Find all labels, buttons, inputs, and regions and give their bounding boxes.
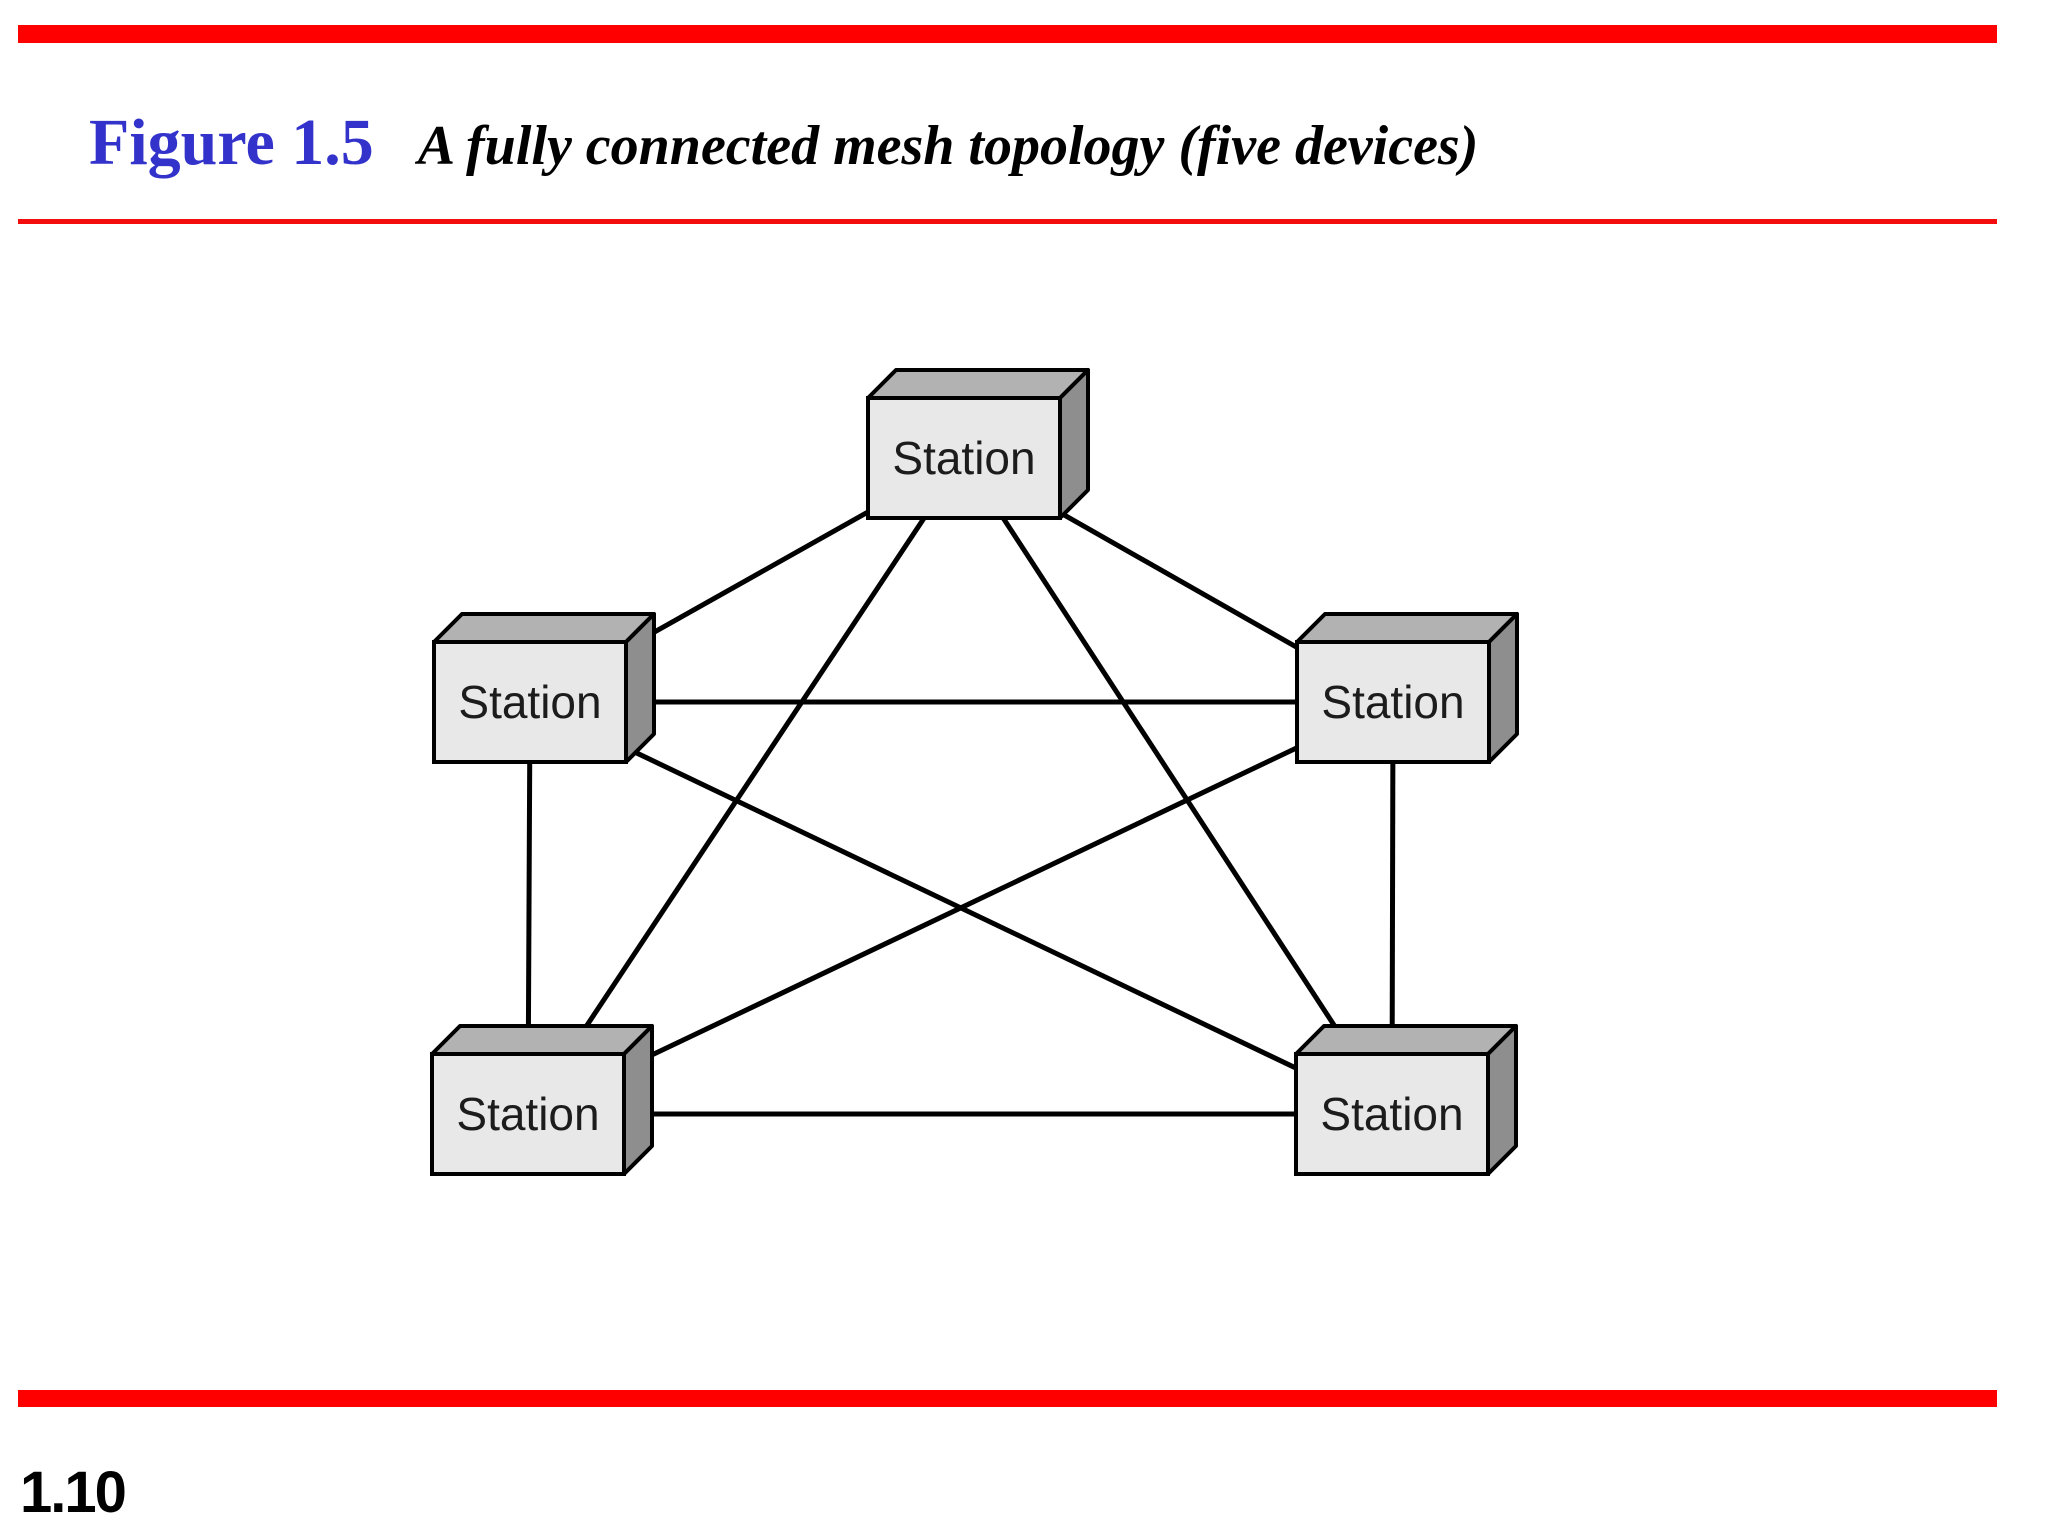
station-label: Station xyxy=(1321,676,1464,728)
box-side-face xyxy=(622,1024,654,1176)
station-label: Station xyxy=(458,676,601,728)
connection-lines-layer xyxy=(525,455,1396,1117)
station-box-mid-right: Station xyxy=(1295,612,1519,764)
title-rule-line xyxy=(18,219,1997,224)
box-front-face xyxy=(866,396,1062,520)
box-front-face xyxy=(1294,1052,1490,1176)
station-box-bottom-right: Station xyxy=(1294,1024,1518,1176)
station-box-mid-left: Station xyxy=(432,612,656,764)
box-front-face xyxy=(1295,640,1491,764)
station-label: Station xyxy=(892,432,1035,484)
station-label: Station xyxy=(456,1088,599,1140)
station-box-top: Station xyxy=(866,368,1090,520)
box-side-face xyxy=(1487,612,1519,764)
box-top-face xyxy=(1294,1024,1518,1056)
link-top-bottom-left xyxy=(525,456,967,1116)
figure-label: Figure 1.5 xyxy=(89,106,374,179)
box-top-face xyxy=(432,612,656,644)
link-mid-right-bottom-left xyxy=(526,699,1395,1117)
top-accent-bar xyxy=(18,25,1997,43)
figure-caption: A fully connected mesh topology (five de… xyxy=(417,115,1479,177)
box-side-face xyxy=(624,612,656,764)
link-top-bottom-right xyxy=(961,456,1395,1116)
box-side-face xyxy=(1058,368,1090,520)
box-side-face xyxy=(1486,1024,1518,1176)
box-top-face xyxy=(1295,612,1519,644)
bottom-accent-bar xyxy=(18,1390,1997,1407)
station-label: Station xyxy=(1320,1088,1463,1140)
box-top-face xyxy=(866,368,1090,400)
box-front-face xyxy=(432,640,628,764)
station-box-bottom-left: Station xyxy=(430,1024,654,1176)
page-number: 1.10 xyxy=(20,1460,127,1525)
figure-title-row: Figure 1.5 A fully connected mesh topolo… xyxy=(89,110,1478,176)
box-top-face xyxy=(430,1024,654,1056)
box-front-face xyxy=(430,1052,626,1176)
